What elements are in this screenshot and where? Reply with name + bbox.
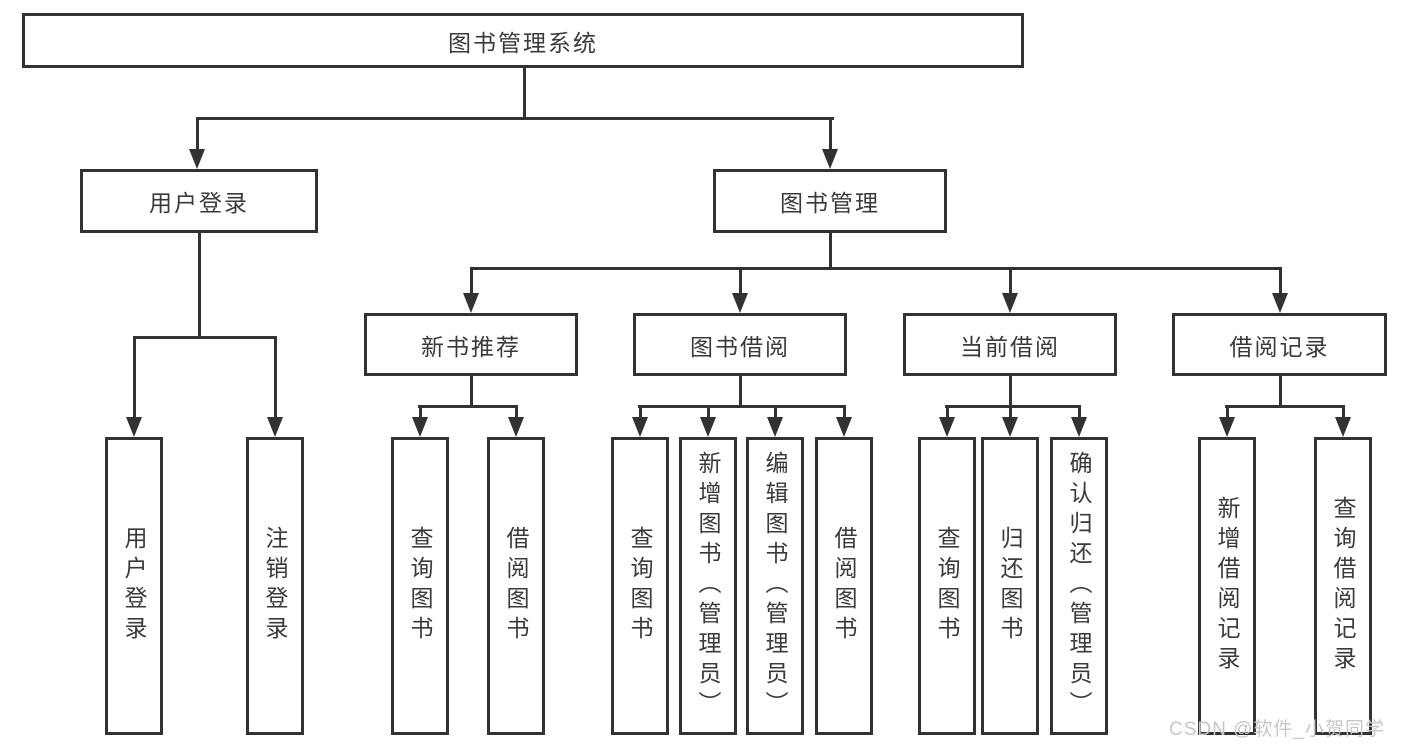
- connector-line: [1225, 405, 1345, 408]
- connector-line: [1009, 405, 1012, 419]
- leaf-borrow-books: 借阅图书: [815, 437, 873, 735]
- leaf-add-books-admin: 新增图书（管理员）: [679, 437, 737, 735]
- leaf-query-borrow-record: 查询借阅记录: [1314, 437, 1372, 735]
- arrow-down-icon: [767, 417, 783, 437]
- leaf-logout: 注销登录: [246, 437, 304, 735]
- connector-line: [1226, 405, 1229, 419]
- connector-line: [1078, 405, 1081, 419]
- arrow-down-icon: [267, 417, 283, 437]
- arrow-down-icon: [700, 417, 716, 437]
- arrow-down-icon: [836, 417, 852, 437]
- arrow-down-icon: [189, 149, 205, 169]
- connector-line: [829, 117, 832, 152]
- node-new-book-recommend: 新书推荐: [364, 313, 578, 376]
- leaf-add-borrow-record: 新增借阅记录: [1198, 437, 1256, 735]
- arrow-down-icon: [1272, 293, 1288, 313]
- connector-line: [470, 376, 473, 408]
- arrow-down-icon: [1335, 417, 1351, 437]
- arrow-down-icon: [1002, 293, 1018, 313]
- connector-line: [418, 405, 518, 408]
- connector-line: [638, 405, 846, 408]
- arrow-down-icon: [1219, 417, 1235, 437]
- connector-line: [946, 405, 949, 419]
- arrow-down-icon: [412, 417, 428, 437]
- connector-line: [1279, 267, 1282, 295]
- connector-line: [470, 267, 473, 295]
- leaf-confirm-return-admin: 确认归还（管理员）: [1050, 437, 1108, 735]
- connector-line: [1342, 405, 1345, 419]
- connector-line: [707, 405, 710, 419]
- arrow-down-icon: [939, 417, 955, 437]
- connector-line: [133, 336, 277, 339]
- node-book-management: 图书管理: [713, 169, 947, 233]
- leaf-query-books-recommend: 查询图书: [391, 437, 449, 735]
- connector-line: [774, 405, 777, 419]
- connector-line: [829, 233, 832, 270]
- csdn-watermark: CSDN @软件_小贺同学: [1169, 719, 1385, 740]
- arrow-down-icon: [463, 293, 479, 313]
- connector-line: [1009, 267, 1012, 295]
- node-borrowing-records: 借阅记录: [1172, 313, 1387, 376]
- connector-line: [523, 68, 526, 118]
- connector-line: [419, 405, 422, 419]
- connector-line: [196, 117, 834, 120]
- node-user-login: 用户登录: [80, 169, 318, 233]
- leaf-borrow-books-recommend: 借阅图书: [487, 437, 545, 735]
- leaf-user-login: 用户登录: [105, 437, 163, 735]
- connector-line: [739, 376, 742, 408]
- arrow-down-icon: [126, 417, 142, 437]
- connector-line: [945, 405, 1081, 408]
- leaf-return-books: 归还图书: [981, 437, 1039, 735]
- arrow-down-icon: [508, 417, 524, 437]
- node-book-borrowing: 图书借阅: [633, 313, 847, 376]
- connector-line: [1009, 376, 1012, 408]
- arrow-down-icon: [822, 149, 838, 169]
- node-library-system: 图书管理系统: [22, 13, 1024, 68]
- connector-line: [198, 233, 201, 338]
- connector-line: [639, 405, 642, 419]
- connector-line: [843, 405, 846, 419]
- connector-line: [133, 336, 136, 419]
- connector-line: [515, 405, 518, 419]
- connector-line: [739, 267, 742, 295]
- leaf-query-books-current: 查询图书: [918, 437, 976, 735]
- connector-line: [1279, 376, 1282, 408]
- arrow-down-icon: [1002, 417, 1018, 437]
- connector-line: [470, 267, 1282, 270]
- node-current-borrowing: 当前借阅: [903, 313, 1117, 376]
- arrow-down-icon: [732, 293, 748, 313]
- leaf-query-books-borrow: 查询图书: [611, 437, 669, 735]
- arrow-down-icon: [1071, 417, 1087, 437]
- connector-line: [274, 336, 277, 419]
- arrow-down-icon: [632, 417, 648, 437]
- connector-line: [196, 117, 199, 152]
- leaf-edit-books-admin: 编辑图书（管理员）: [746, 437, 804, 735]
